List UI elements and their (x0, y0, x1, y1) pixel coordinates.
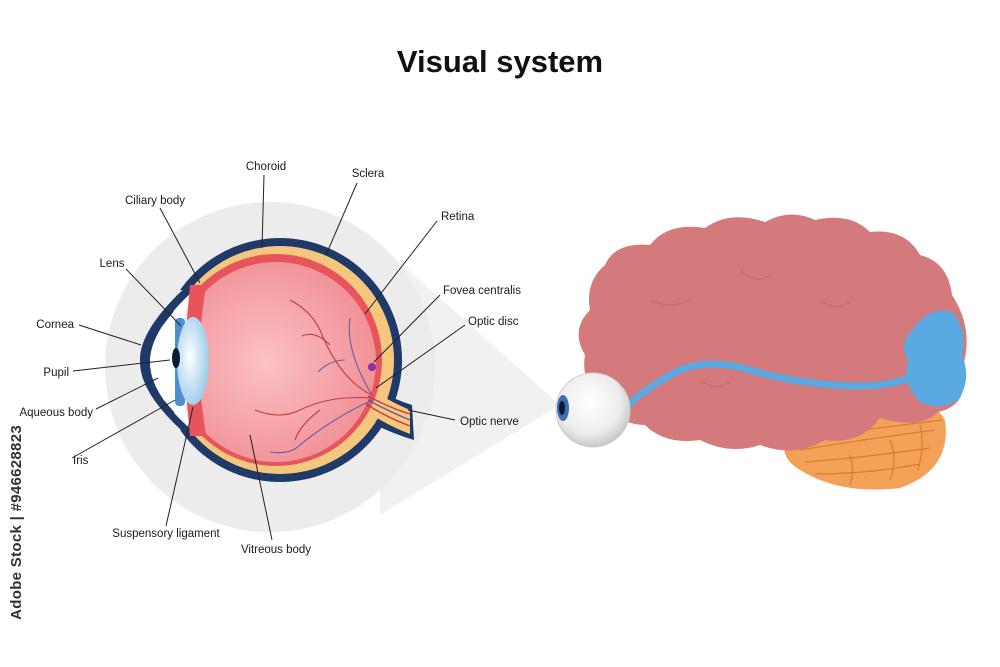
label-fovea-centralis: Fovea centralis (443, 285, 521, 297)
retinal-vessels (254, 299, 373, 454)
label-aqueous-body: Aqueous body (19, 407, 93, 419)
label-sclera: Sclera (352, 168, 385, 180)
eyeball-pupil (559, 401, 565, 415)
label-choroid: Choroid (246, 161, 286, 173)
optic-nerve-fibres (365, 395, 411, 427)
label-vitreous-body: Vitreous body (241, 544, 311, 556)
visual-pathway (624, 360, 919, 409)
visual-cortex (903, 310, 967, 407)
stock-watermark: Adobe Stock | #946628823 (8, 425, 25, 620)
label-iris: Iris (73, 455, 89, 467)
cornea (139, 283, 194, 438)
cerebrum (578, 214, 967, 451)
fovea-centralis (368, 363, 376, 371)
label-optic-nerve: Optic nerve (460, 416, 519, 428)
label-optic-disc: Optic disc (468, 316, 519, 328)
brain (578, 214, 967, 490)
pupil (172, 348, 180, 368)
page-title: Visual system (396, 44, 604, 79)
eye-cross-section (139, 238, 414, 482)
vitreous-body (176, 262, 376, 462)
label-pupil: Pupil (43, 367, 69, 379)
label-ciliary-body: Ciliary body (125, 195, 185, 207)
lens (177, 317, 209, 405)
leader-lines (71, 174, 466, 541)
aqueous-body (150, 292, 194, 430)
labels: Choroid Sclera Ciliary body Retina Lens … (19, 161, 521, 556)
label-retina: Retina (441, 211, 475, 223)
eyeball-side-view (555, 372, 631, 448)
label-suspensory-ligament: Suspensory ligament (112, 528, 220, 540)
label-cornea: Cornea (36, 319, 74, 331)
label-lens: Lens (100, 258, 125, 270)
